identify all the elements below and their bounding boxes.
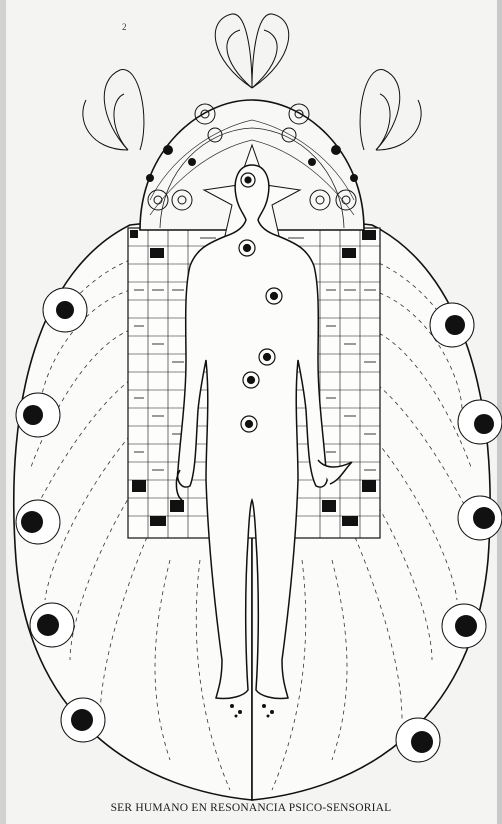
illustration-caption: SER HUMANO EN RESONANCIA PSICO-SENSORIAL <box>0 802 502 814</box>
